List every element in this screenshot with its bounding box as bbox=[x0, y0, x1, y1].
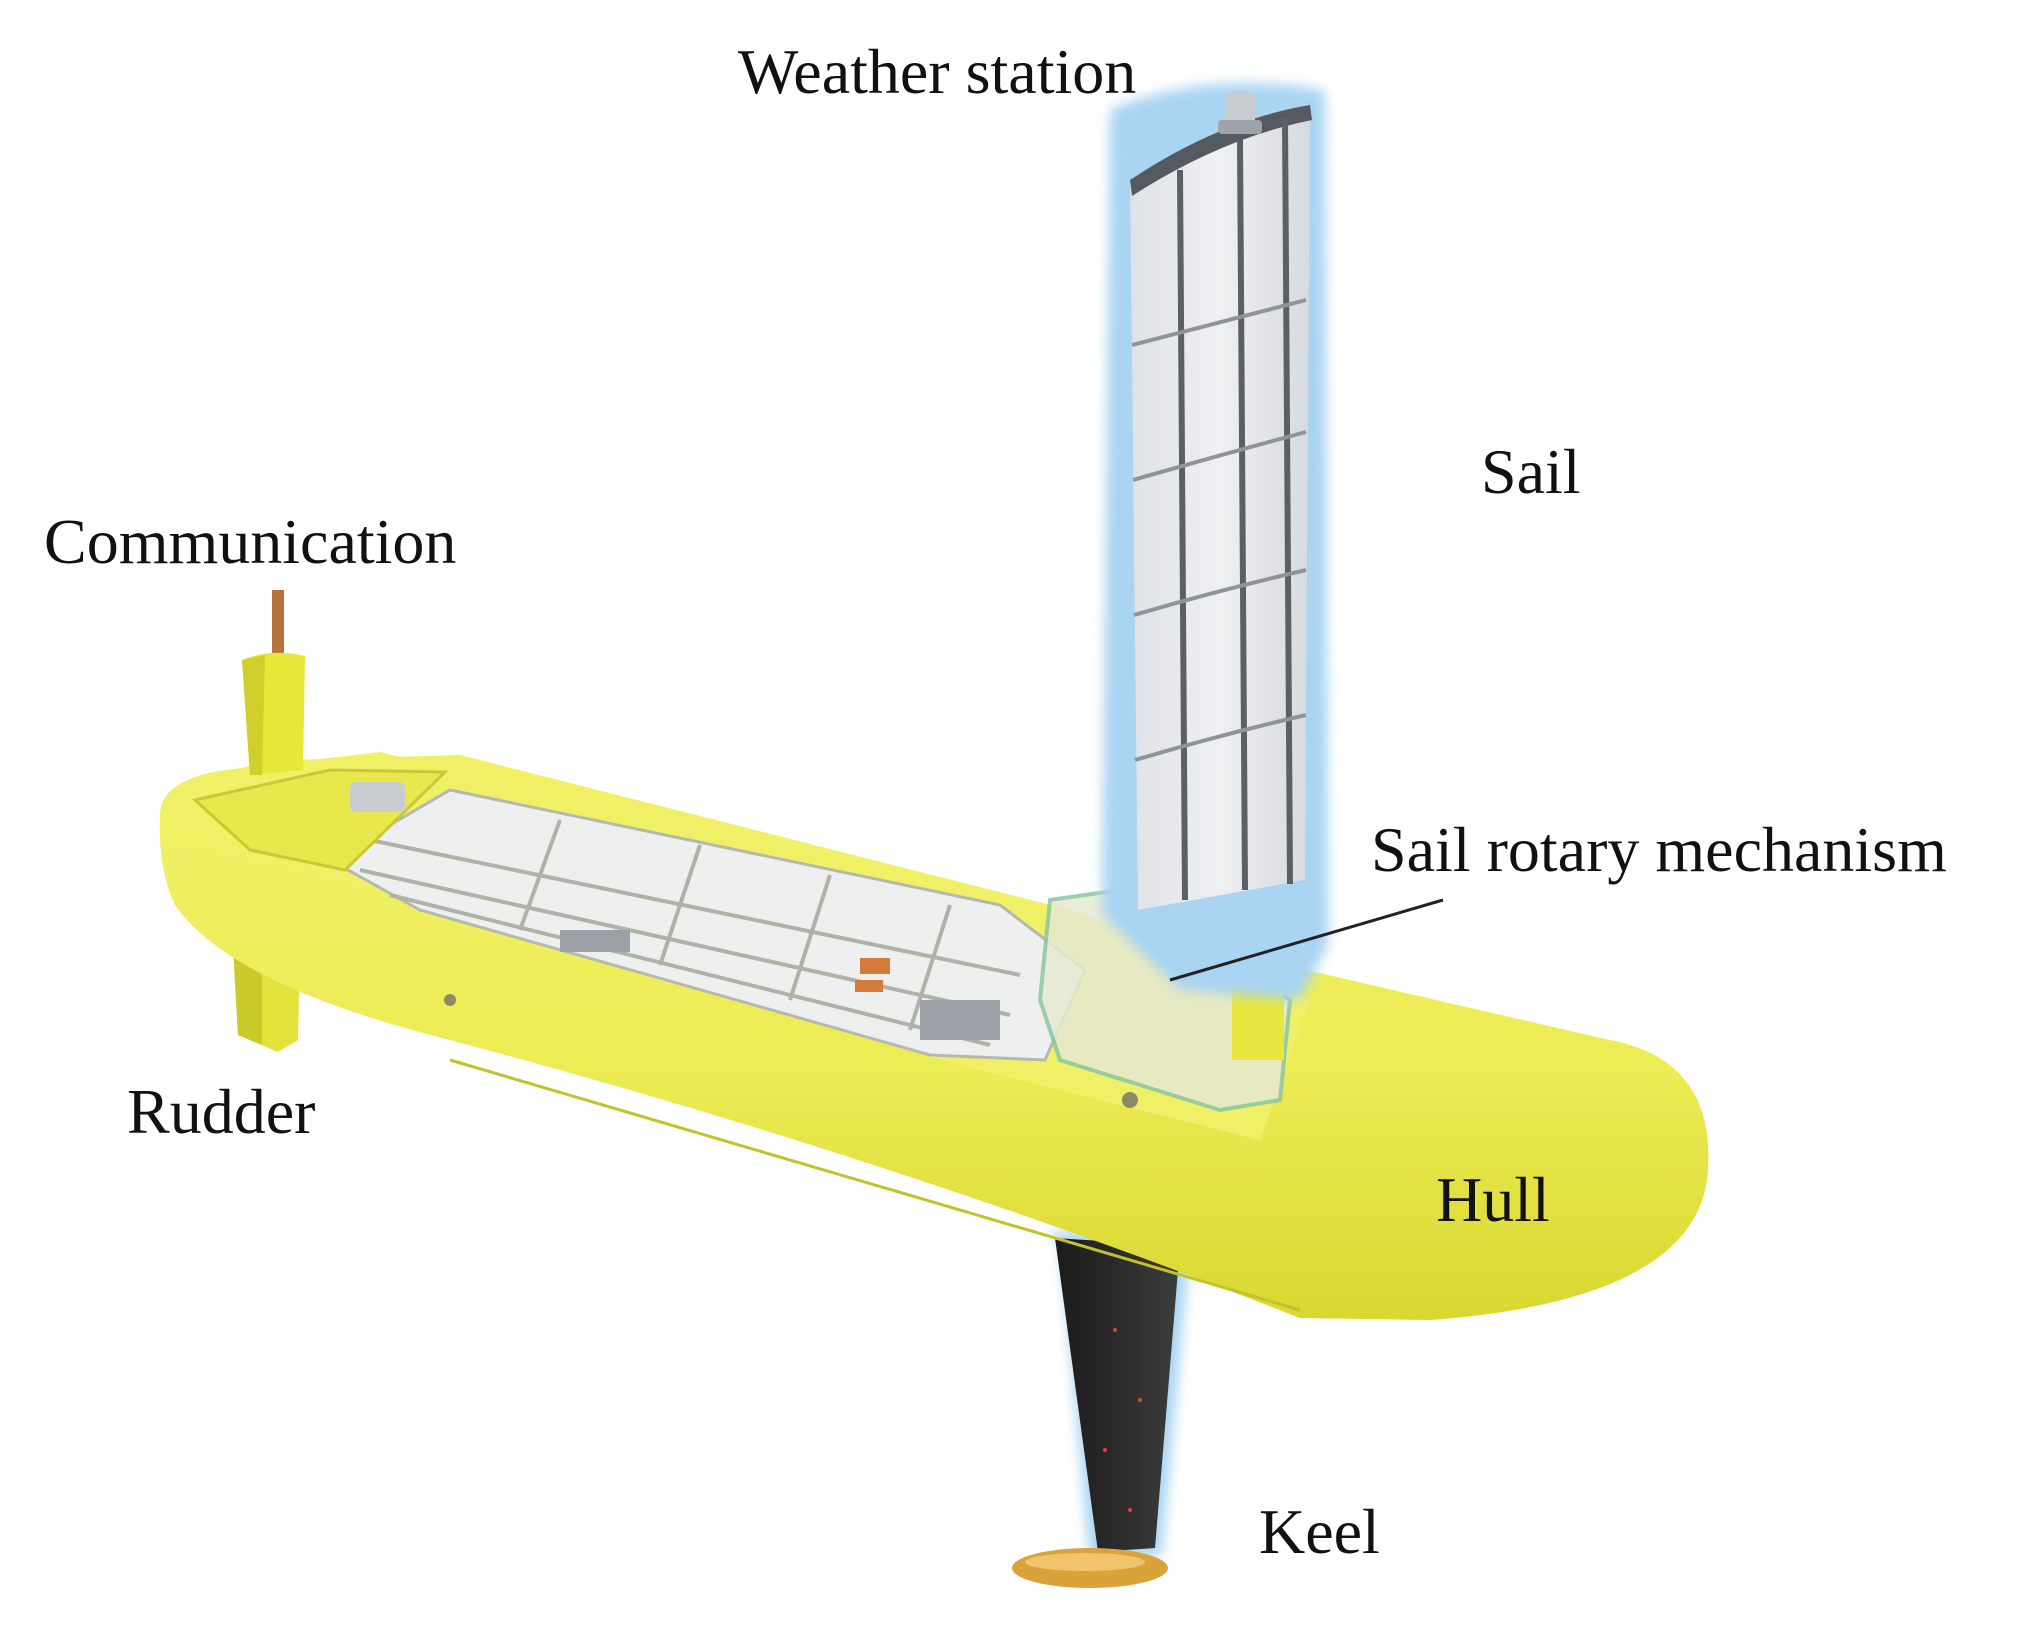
hull-label: Hull bbox=[1436, 1164, 1550, 1235]
sail-rotary-mechanism-leader bbox=[1169, 898, 1444, 982]
sail-label: Sail bbox=[1481, 436, 1581, 507]
rudder-label: Rudder bbox=[127, 1076, 316, 1147]
keel-label: Keel bbox=[1259, 1496, 1380, 1567]
sail bbox=[1102, 83, 1328, 1001]
hull bbox=[159, 752, 1709, 1320]
communication-label: Communication bbox=[44, 506, 457, 577]
communication-mast bbox=[242, 590, 305, 775]
weather-station-label: Weather station bbox=[738, 36, 1137, 107]
keel bbox=[1012, 1230, 1190, 1588]
sail-rotary-mechanism-label: Sail rotary mechanism bbox=[1371, 814, 1947, 885]
